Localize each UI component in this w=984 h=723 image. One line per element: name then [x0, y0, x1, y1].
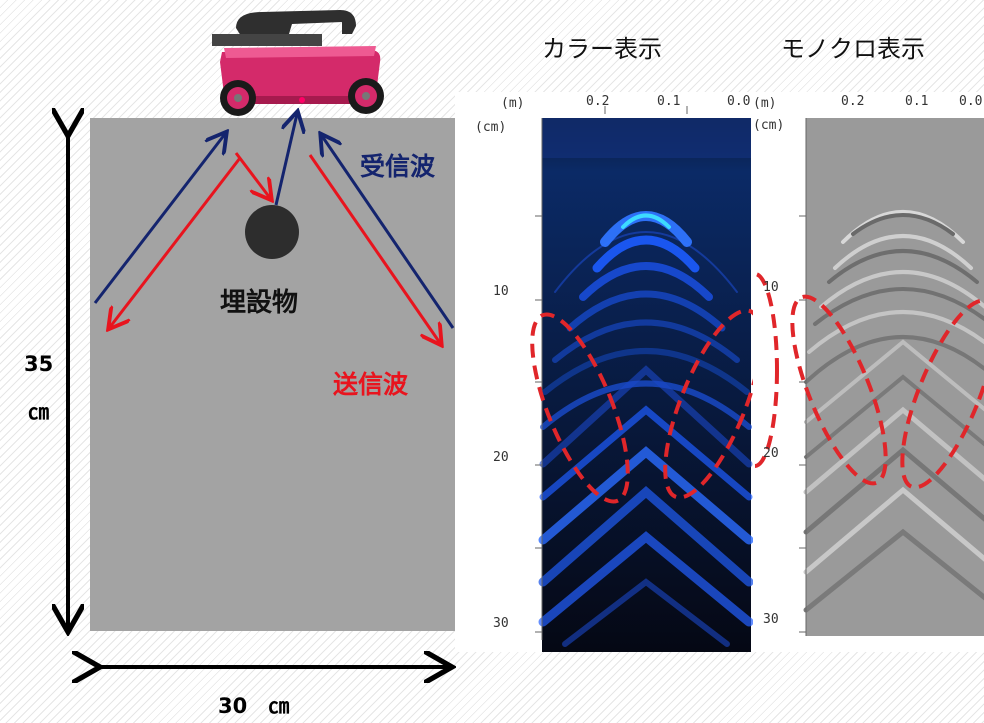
color-x-tick-0: 0.2: [586, 94, 610, 109]
mono-x-tick-1: 0.1: [905, 94, 929, 109]
mono-radar-panel: (m) 0.2 0.1 0.0 (cm) 10 20 30: [753, 92, 984, 652]
color-y-tick-30: 30: [493, 616, 509, 631]
mono-y-tick-30: 30: [763, 612, 779, 627]
buried-object-icon: [245, 205, 299, 259]
buried-object-label: 埋設物: [220, 288, 299, 318]
color-x-tick-1: 0.1: [657, 94, 681, 109]
received-wave-label: 受信波: [360, 152, 436, 181]
color-display-title: カラー表示: [542, 35, 662, 63]
highlight-ellipse-mono-left: [790, 294, 888, 486]
width-label: 30 ㎝: [218, 694, 290, 718]
receive-wave-arrow-right: [322, 136, 455, 329]
mono-y-unit: (cm): [753, 118, 785, 133]
color-y-tick-20: 20: [493, 450, 509, 465]
mono-display-title: モノクロ表示: [781, 35, 925, 63]
color-y-unit: (cm): [475, 120, 507, 135]
receive-wave-arrow-left: [93, 134, 225, 304]
mono-y-tick-20: 20: [763, 446, 779, 461]
mono-x-tick-0: 0.2: [841, 94, 865, 109]
send-wave-arrow-to-object: [234, 152, 270, 198]
mono-y-tick-10: 10: [763, 280, 779, 295]
height-value-label: 35: [24, 352, 54, 376]
highlight-ellipse-mono-right: [900, 298, 984, 490]
color-x-tick-2: 0.0: [727, 94, 751, 109]
color-radar-panel: (m) 0.2 0.1 0.0 (cm) 10 20 30: [455, 92, 753, 652]
mono-radargram: [753, 118, 984, 636]
highlight-ellipse-right: [663, 308, 753, 500]
receive-wave-arrow-from-object: [274, 114, 297, 206]
color-y-tick-10: 10: [493, 284, 509, 299]
mono-x-unit: (m): [753, 96, 777, 111]
height-unit-label: ㎝: [28, 400, 49, 424]
radar-device-icon: [212, 10, 384, 116]
highlight-ellipse-mono-edge: [753, 272, 779, 468]
mono-x-tick-2: 0.0: [959, 94, 983, 109]
highlight-ellipse-left: [530, 312, 630, 504]
transmitted-wave-label: 送信波: [333, 370, 409, 399]
send-wave-arrow-left: [110, 157, 242, 327]
color-x-unit: (m): [501, 96, 525, 111]
color-radargram: [530, 106, 753, 652]
send-wave-arrow-right: [308, 154, 440, 343]
